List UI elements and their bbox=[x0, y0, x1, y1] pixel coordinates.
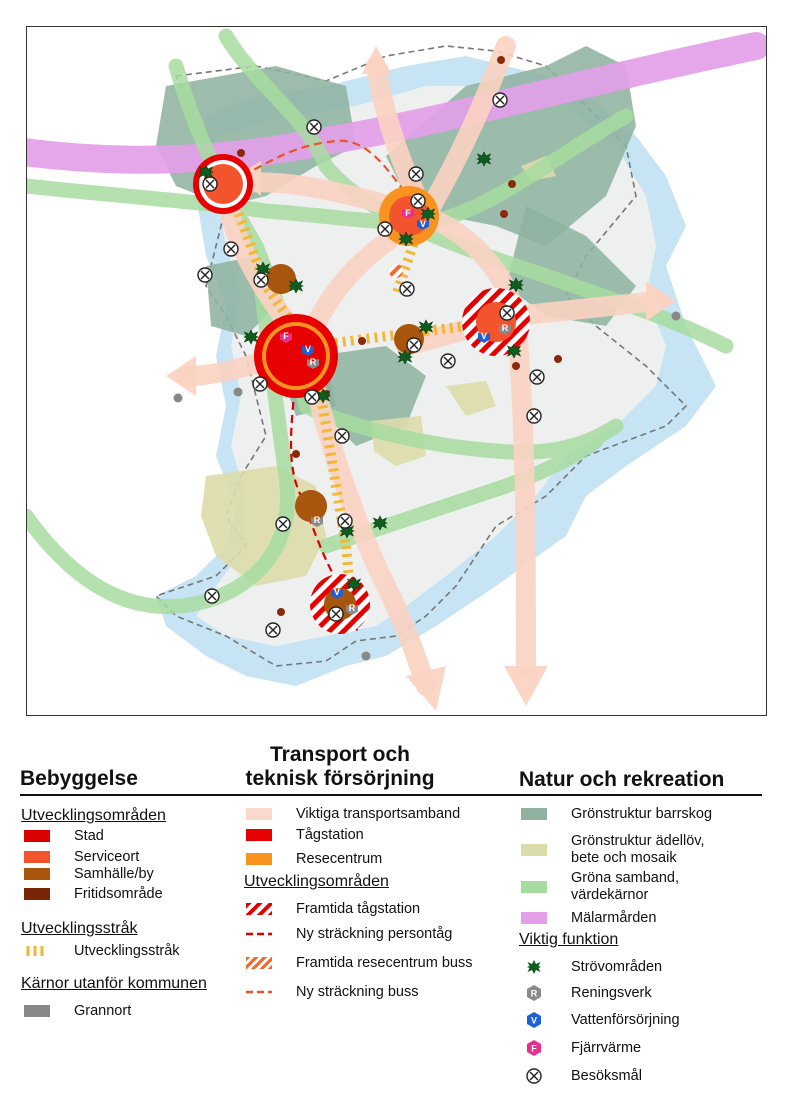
map-label-f2: F bbox=[283, 331, 289, 341]
legend-swatch bbox=[24, 830, 50, 842]
legend-item-transportsamband: Viktiga transportsamband bbox=[246, 804, 460, 824]
v-hexagon-icon: V bbox=[521, 1010, 547, 1030]
legend-item-tagstation: Tågstation bbox=[246, 825, 364, 845]
legend-subtitle-karnor: Kärnor utanför kommunen bbox=[21, 975, 207, 992]
map-label-r3: R bbox=[314, 515, 321, 525]
legend-swatch bbox=[24, 851, 50, 863]
legend-item-stad: Stad bbox=[24, 826, 104, 846]
legend-item-resecentrum: Resecentrum bbox=[246, 849, 382, 869]
legend-item-serviceort: Serviceort bbox=[24, 847, 139, 867]
legend-swatch bbox=[24, 868, 50, 880]
hex-letter-v: V bbox=[531, 1016, 537, 1026]
legend-label: Stad bbox=[74, 828, 104, 844]
legend-item-framtida-resecentrum: Framtida resecentrum buss bbox=[246, 953, 472, 973]
legend-subtitle-viktig-funktion: Viktig funktion bbox=[519, 931, 619, 948]
striped-orange-swatch bbox=[246, 957, 272, 969]
legend-label: Vattenförsörjning bbox=[571, 1012, 680, 1028]
hex-letter-r: R bbox=[531, 989, 538, 999]
legend-label: Reningsverk bbox=[571, 985, 652, 1001]
circle-x-icon bbox=[521, 1066, 547, 1086]
red-dash-line-icon bbox=[246, 924, 272, 944]
legend-item-utvecklingsstrak: Utvecklingsstråk bbox=[24, 941, 180, 961]
legend-label-line2: bete och mosaik bbox=[571, 850, 677, 866]
legend-item-framtida-tagstation: Framtida tågstation bbox=[246, 899, 420, 919]
legend-swatch bbox=[246, 808, 272, 820]
legend-item-strovomraden: Strövområden bbox=[521, 957, 662, 977]
legend-item-adellov: Grönstruktur ädellöv, bete och mosaik bbox=[521, 832, 705, 868]
map-label-v4: V bbox=[334, 587, 340, 597]
map-label-v2: V bbox=[305, 344, 311, 354]
orange-dash-line-icon bbox=[246, 982, 272, 1002]
star-icon bbox=[521, 957, 547, 977]
legend-subtitle-utvecklingsomraden: Utvecklingsområden bbox=[21, 807, 166, 824]
municipality-map: F V F V R V R R V R bbox=[26, 26, 767, 716]
legend-label: Viktiga transportsamband bbox=[296, 806, 461, 822]
legend-swatch bbox=[521, 912, 547, 924]
map-label-v1: V bbox=[420, 219, 426, 229]
legend-item-grona-samband: Gröna samband, värdekärnor bbox=[521, 869, 679, 905]
map-label-r4: R bbox=[349, 603, 356, 613]
legend-label: Utvecklingsstråk bbox=[74, 943, 180, 959]
legend-label: Samhälle/by bbox=[74, 866, 154, 882]
legend-label: Grönstruktur barrskog bbox=[571, 806, 713, 822]
legend-item-fritidsomrade: Fritidsområde bbox=[24, 884, 163, 904]
hex-letter-f: F bbox=[531, 1044, 537, 1054]
legend-label: Strövområden bbox=[571, 959, 663, 975]
legend-title-transport-line2: teknisk försörjning bbox=[245, 767, 435, 790]
r-hexagon-icon: R bbox=[521, 983, 547, 1003]
legend-label: Framtida resecentrum buss bbox=[296, 955, 473, 971]
striped-red-swatch bbox=[246, 903, 272, 915]
legend-swatch bbox=[246, 829, 272, 841]
legend-item-besoksmal: Besöksmål bbox=[521, 1066, 642, 1086]
legend-title-transport: Transport och teknisk försörjning bbox=[238, 743, 442, 791]
legend-item-barrskog: Grönstruktur barrskog bbox=[521, 804, 712, 824]
map-label-r1: R bbox=[310, 357, 317, 367]
legend-label: Gröna samband, värdekärnor bbox=[571, 870, 679, 904]
legend-title-bebyggelse: Bebyggelse bbox=[20, 767, 138, 790]
legend-swatch bbox=[521, 808, 547, 820]
legend-swatch bbox=[24, 888, 50, 900]
legend-item-malarmarden: Mälarmården bbox=[521, 908, 656, 928]
legend-item-fjarrvarme: F Fjärrvärme bbox=[521, 1038, 641, 1058]
legend-label: Tågstation bbox=[296, 827, 364, 843]
legend-item-reningsverk: R Reningsverk bbox=[521, 983, 652, 1003]
legend-item-vattenforsorjning: V Vattenförsörjning bbox=[521, 1010, 680, 1030]
legend-label: Mälarmården bbox=[571, 910, 657, 926]
legend-label: Serviceort bbox=[74, 849, 140, 865]
legend-swatch bbox=[24, 1005, 50, 1017]
map-label-r2: R bbox=[502, 323, 509, 333]
legend-item-persontag: Ny sträckning persontåg bbox=[246, 924, 452, 944]
legend-label-line1: Gröna samband, bbox=[571, 870, 680, 886]
legend-label: Ny sträckning persontåg bbox=[296, 926, 453, 942]
legend-swatch bbox=[521, 844, 547, 856]
legend-label: Fjärrvärme bbox=[571, 1040, 642, 1056]
legend-label: Ny sträckning buss bbox=[296, 984, 419, 1000]
legend-label: Grannort bbox=[74, 1003, 132, 1019]
legend-subtitle-transport-utv: Utvecklingsområden bbox=[244, 873, 389, 890]
map-label-f1: F bbox=[405, 208, 411, 218]
legend-subtitle-utvecklingsstrak: Utvecklingsstråk bbox=[21, 920, 138, 937]
map-label-v3: V bbox=[481, 331, 487, 341]
legend-label: Grönstruktur ädellöv, bete och mosaik bbox=[571, 833, 705, 867]
legend-item-grannort: Grannort bbox=[24, 1001, 131, 1021]
legend-divider bbox=[20, 794, 762, 796]
legend-title-natur: Natur och rekreation bbox=[519, 768, 725, 791]
legend-label: Fritidsområde bbox=[74, 886, 163, 902]
legend-item-samhalle: Samhälle/by bbox=[24, 864, 154, 884]
legend-label-line1: Grönstruktur ädellöv, bbox=[571, 833, 705, 849]
strak-icon bbox=[24, 941, 50, 961]
f-hexagon-icon: F bbox=[521, 1038, 547, 1058]
legend-swatch bbox=[521, 881, 547, 893]
legend-label: Resecentrum bbox=[296, 851, 383, 867]
legend-label: Framtida tågstation bbox=[296, 901, 421, 917]
legend-label-line2: värdekärnor bbox=[571, 887, 649, 903]
legend-swatch bbox=[246, 853, 272, 865]
legend-label: Besöksmål bbox=[571, 1068, 642, 1084]
legend-item-buss: Ny sträckning buss bbox=[246, 982, 419, 1002]
legend-title-transport-line1: Transport och bbox=[269, 743, 411, 766]
